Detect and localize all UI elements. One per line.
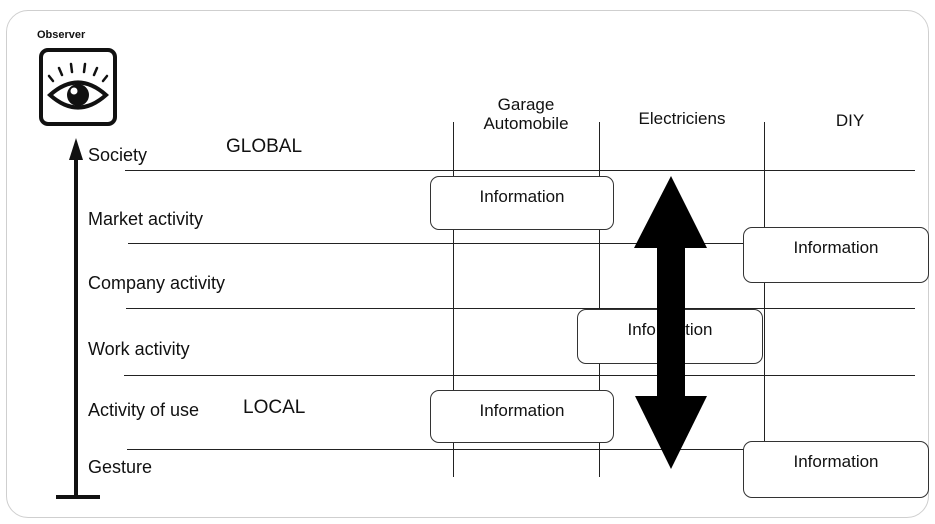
column-divider	[599, 122, 601, 477]
level-label-market: Market activity	[88, 209, 204, 229]
level-divider	[124, 375, 915, 377]
level-label-society: Society	[88, 145, 148, 165]
double-headed-arrow	[634, 176, 707, 469]
level-divider	[126, 308, 915, 310]
information-box-label: Information	[793, 452, 879, 471]
level-label-company: Company activity	[88, 273, 226, 293]
column-divider	[453, 122, 455, 477]
column-header-electriciens: Electriciens	[638, 109, 726, 128]
level-divider	[128, 243, 915, 245]
scope-global: GLOBAL	[226, 136, 303, 157]
column-header-garage: Garage Automobile	[483, 95, 569, 133]
level-divider	[125, 170, 915, 172]
level-label-use: Activity of use	[88, 400, 200, 420]
level-label-gesture: Gesture	[88, 457, 153, 477]
column-divider	[764, 122, 766, 477]
column-header-diy: DIY	[835, 111, 865, 130]
information-box-label: Information	[479, 187, 565, 206]
level-label-work: Work activity	[88, 339, 190, 359]
observer-label: Observer	[37, 29, 86, 41]
information-box-label: Information	[479, 401, 565, 420]
level-divider	[127, 449, 915, 451]
scale-arrow	[56, 138, 100, 499]
information-box: Information	[743, 441, 929, 498]
information-box-label: Information	[793, 238, 879, 257]
information-box: Information	[430, 390, 614, 443]
information-box: Information	[743, 227, 929, 283]
scope-local: LOCAL	[243, 397, 306, 418]
information-box: Information	[430, 176, 614, 230]
eye-icon	[39, 48, 117, 126]
